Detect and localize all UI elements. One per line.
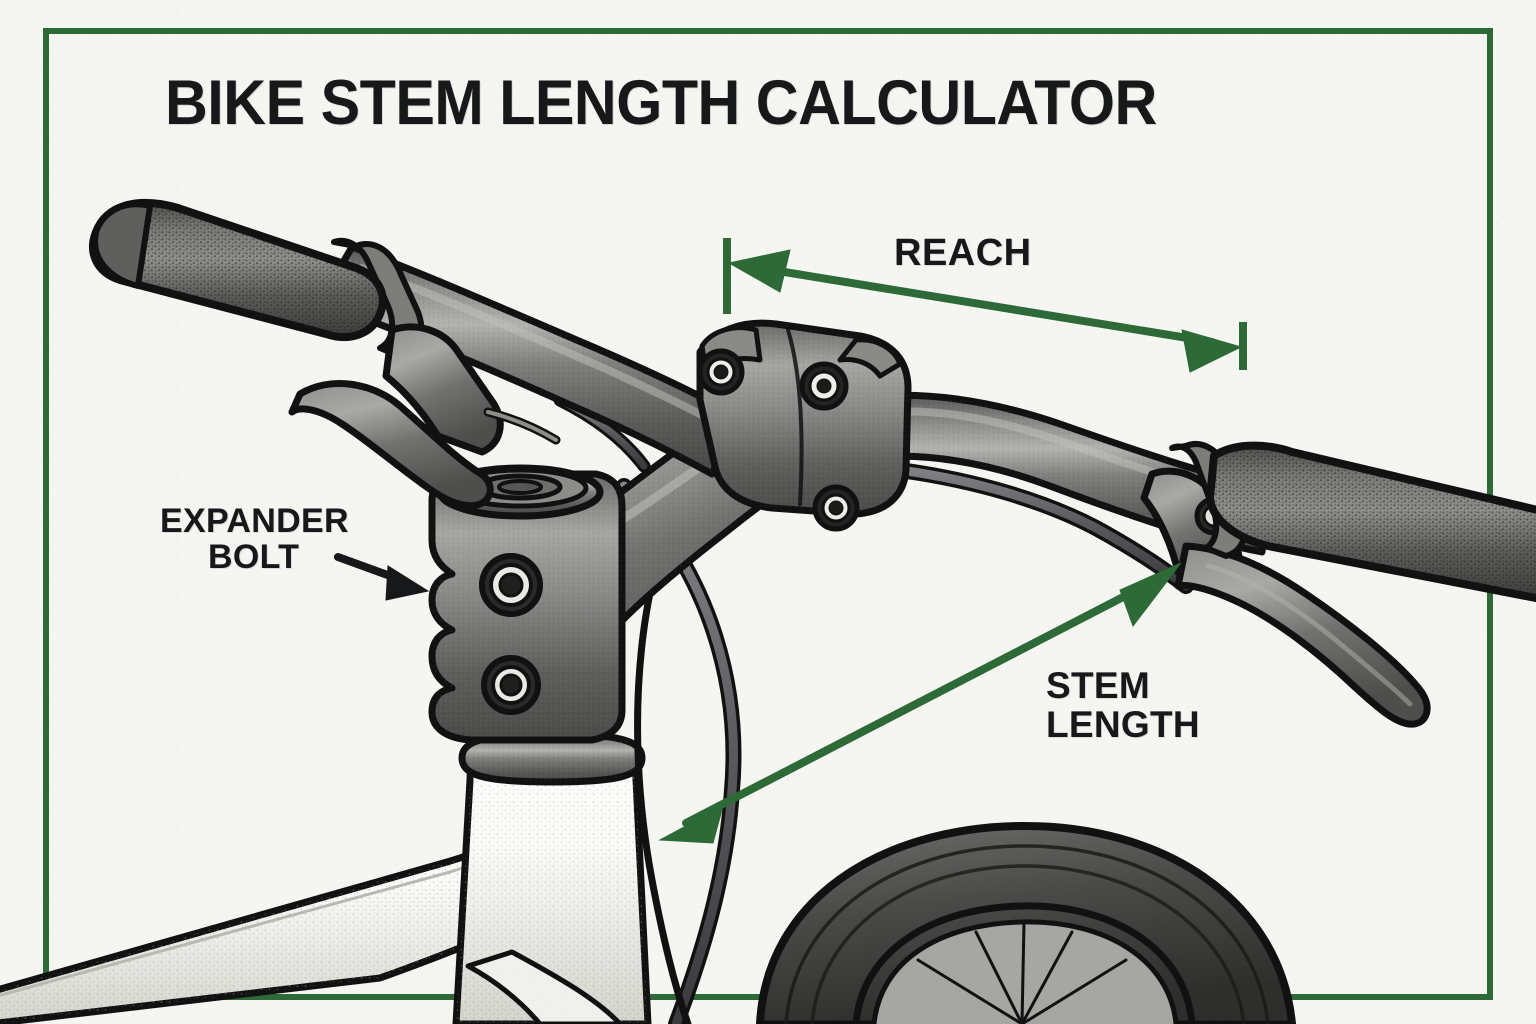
stem-length-label-line1: STEM — [1046, 665, 1150, 706]
expander-bolt-label-line1: EXPANDER — [160, 502, 349, 540]
front-wheel — [756, 821, 1296, 1024]
stem-faceplate — [696, 319, 912, 532]
right-brake-lever — [1140, 467, 1431, 728]
reach-arrow — [723, 238, 1247, 373]
page-title: BIKE STEM LENGTH CALCULATOR — [165, 68, 1157, 138]
stem-length-arrow — [658, 562, 1182, 844]
right-grip — [1169, 441, 1536, 603]
left-brake-lever — [288, 323, 561, 510]
expander-bolt-label-line2: BOLT — [208, 538, 300, 577]
expander-bolt-pointer — [334, 553, 430, 601]
reach-label: REACH — [894, 232, 1032, 274]
frame-tubes — [0, 730, 652, 1024]
stem-length-label-line2: LENGTH — [1046, 704, 1200, 746]
